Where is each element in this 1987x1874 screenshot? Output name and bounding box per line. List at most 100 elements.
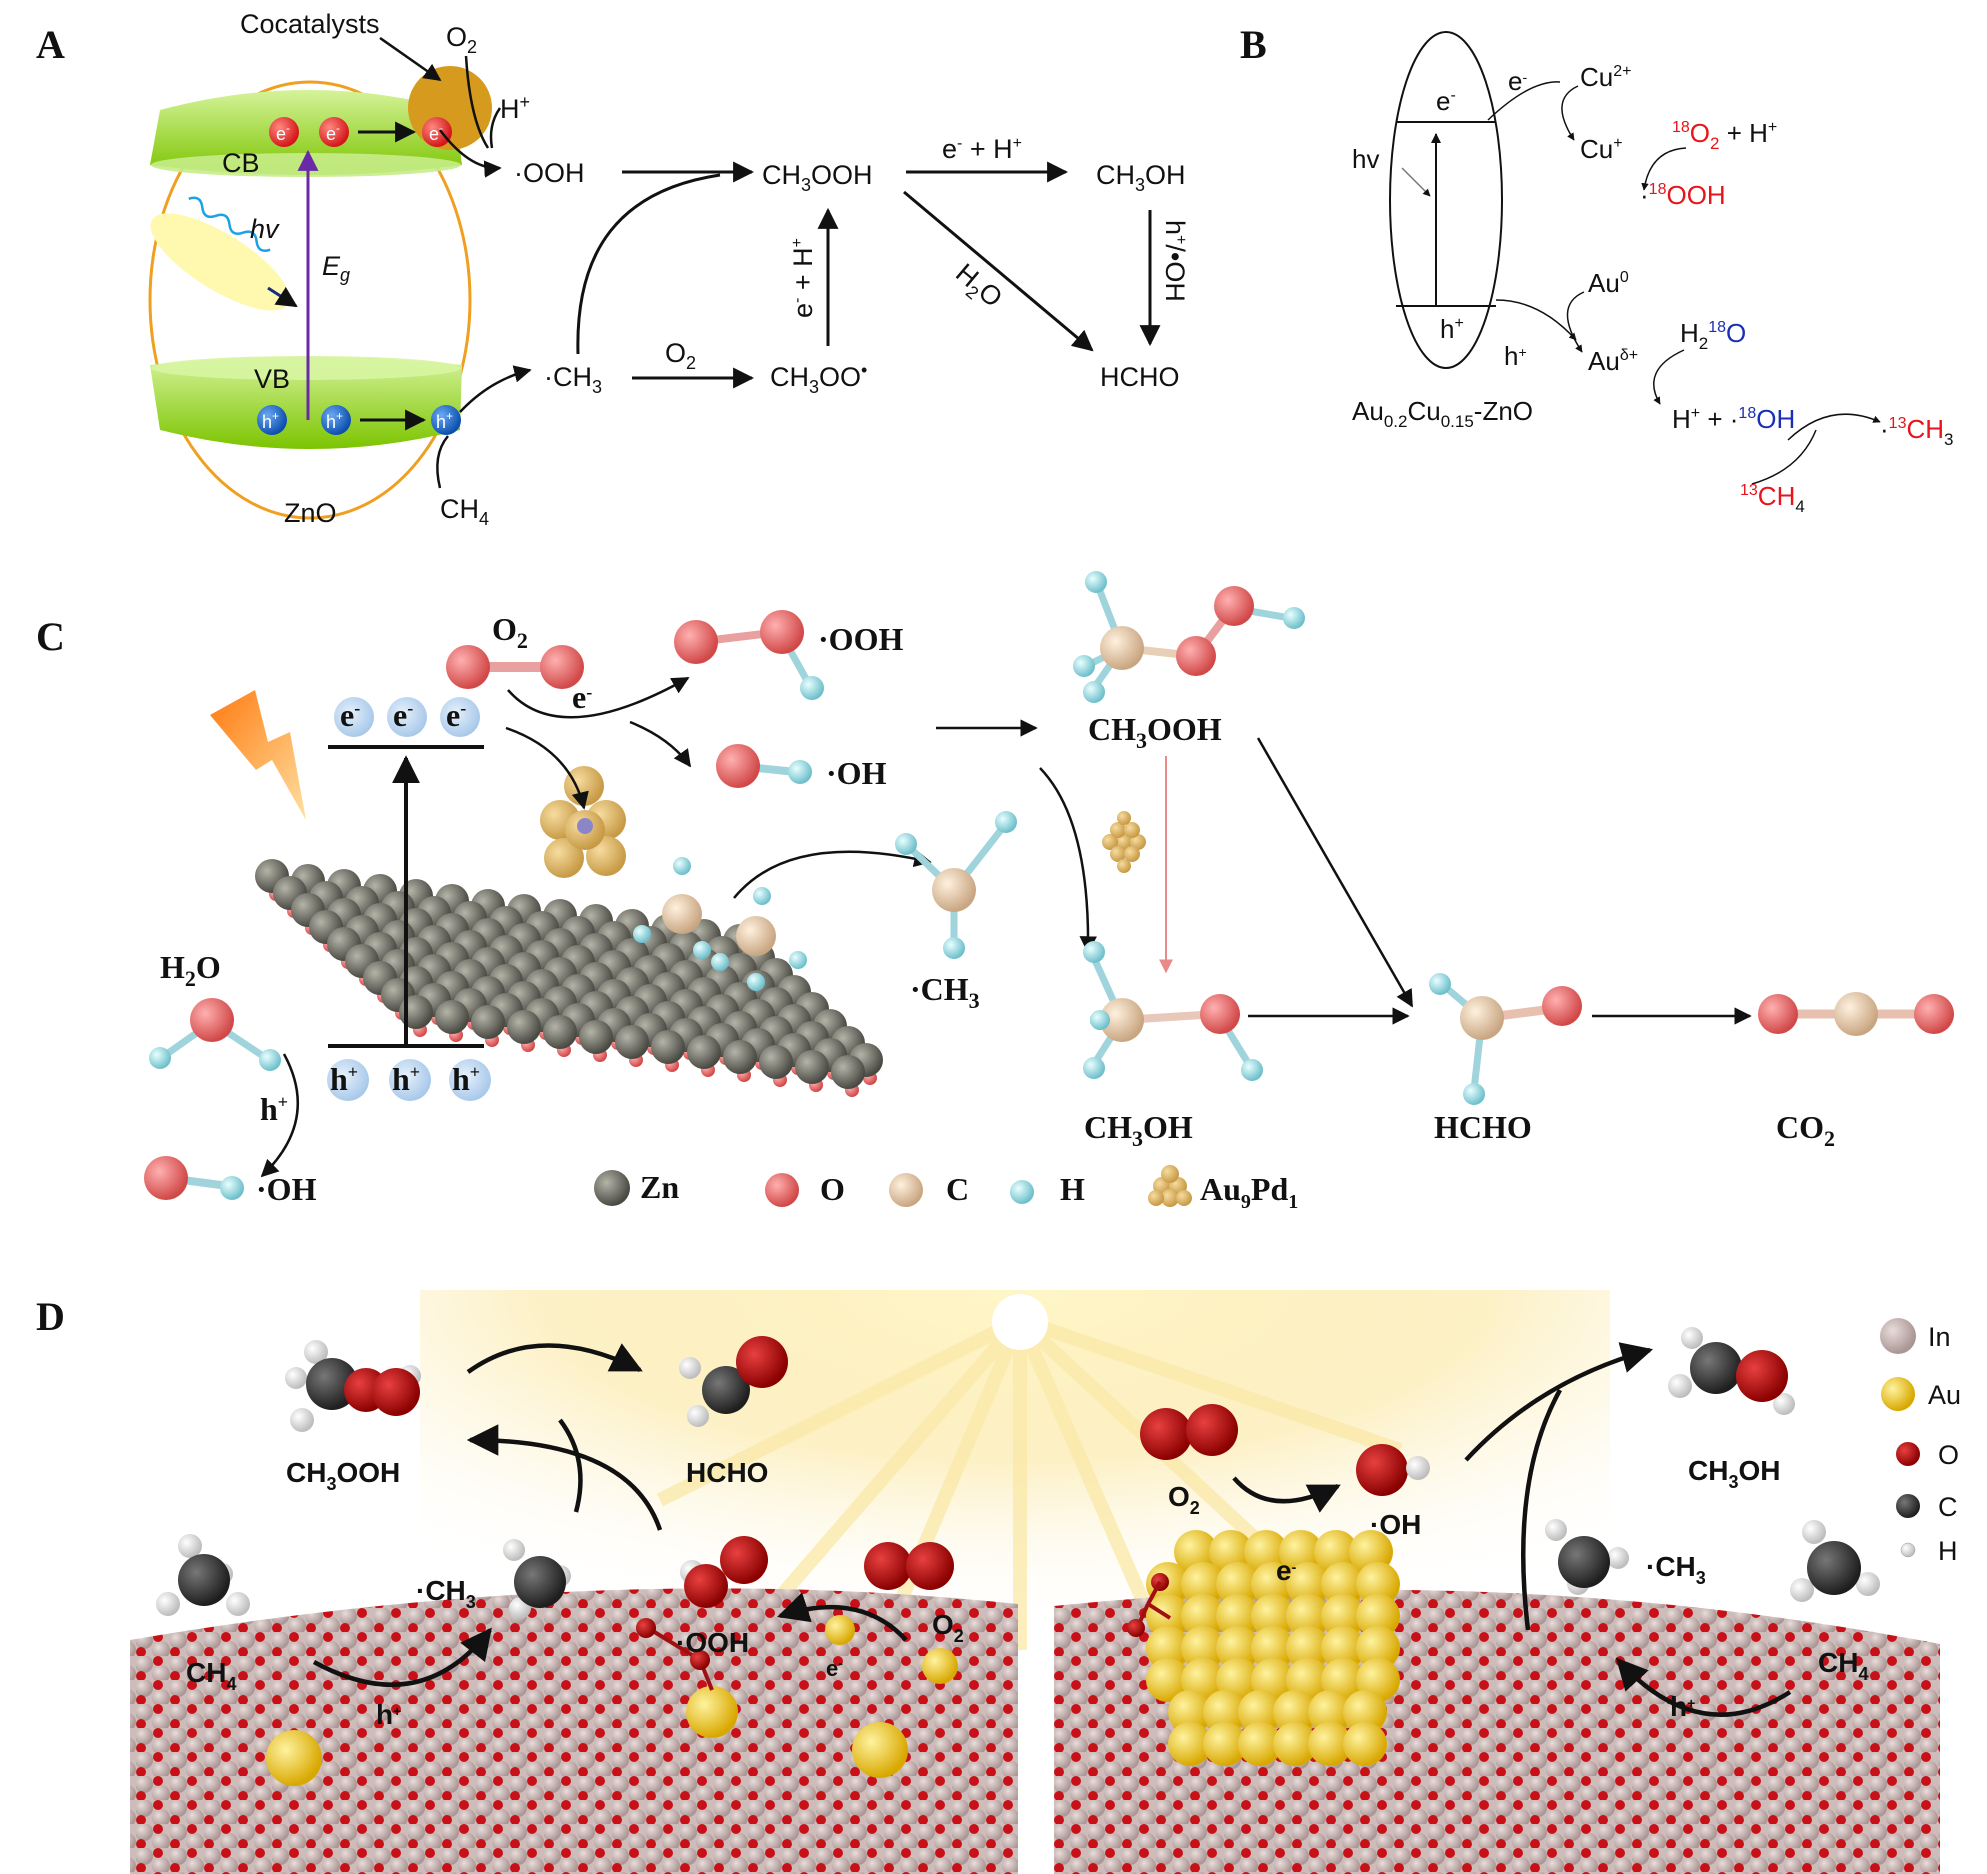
legend-o-d: O [1938,1440,1959,1470]
holes-vb: h+ h+ h+ [257,405,461,435]
ch3-label-c: ·CH3 [910,971,980,1013]
hcho-label-a: HCHO [1100,362,1180,392]
np-au-atom [1216,1562,1260,1606]
slab-h-atom [693,941,711,959]
slab-h-atom [711,953,729,971]
ch3ooh-label-c: CH3OOH [1088,711,1222,753]
e-minus-label-np: e- [1276,1555,1297,1586]
au-atom-2 [686,1686,738,1738]
panel-b-letter: B [1240,22,1267,67]
o2-label-left-d: O2 [932,1609,964,1646]
panel-d-letter: D [36,1294,65,1339]
slab-zn-atom [435,1000,469,1034]
au-atom-5 [922,1648,958,1684]
panel-a: A e- e- e- h+ h+ h+ hv [36,9,1190,529]
o2-molecule-right-d [1140,1404,1238,1460]
oh-molecule-d [1356,1444,1430,1496]
slab-h-atom [633,925,651,943]
cu1-label: Cu+ [1580,134,1623,164]
oh-label-bottom: ·OH [256,1171,317,1207]
np-au-atom [1286,1626,1330,1670]
ch3oh-label-a: CH3OH [1096,160,1186,195]
ch4-label-left: CH4 [186,1657,236,1694]
side-down-label: h+/•OH [1160,220,1190,302]
panel-c-letter: C [36,614,65,659]
slab-zn-atom [615,1025,649,1059]
legend-in: In [1928,1322,1951,1352]
panel-c: C e- e- e- h+ h+ h+ O2 e- [36,571,1954,1213]
h-plus-label-right: h+ [1670,1691,1695,1722]
side-up-label: e- + H+ [788,238,818,318]
hcho-label-c: HCHO [1434,1109,1532,1145]
np-au-atom [1286,1562,1330,1606]
holes-c: h+ h+ h+ [327,1059,491,1101]
slab-h-atom [789,951,807,969]
au-nanoparticle [1146,1530,1400,1766]
surface-left [130,1588,1018,1874]
oh-label-d: ·OH [1370,1509,1421,1540]
ch3-13-label: ·13CH3 [1880,414,1954,449]
hcho-label-d: HCHO [686,1457,768,1488]
legend-h: H [1060,1171,1085,1207]
legend-aupd: Au9Pd1 [1200,1171,1298,1213]
o2-molecule-c [446,645,584,689]
slab-zn-atom [759,1045,793,1079]
conduction-band [150,90,462,175]
h-transfer-label: h+ [1504,341,1527,371]
cu2-label: Cu2+ [1580,62,1632,92]
ooh-label-a: ·OOH [514,158,585,188]
np-au-atom [1216,1626,1260,1670]
slab-au-atom [544,838,584,878]
slab-zn-atom [723,1040,757,1074]
electrons-cb: e- e- e- [269,117,452,147]
np-au-atom [1321,1594,1365,1638]
slab-au-atom [564,766,604,806]
ch3-molecule-right [1545,1519,1629,1595]
np-au-atom [1168,1722,1212,1766]
photon-icon [150,196,298,311]
legend-c-atom: C [946,1171,969,1207]
ch4-label-right: CH4 [1818,1647,1868,1684]
np-au-atom [1343,1722,1387,1766]
hcho-molecule-d [679,1336,788,1427]
aupd-cluster-icon [1102,811,1146,873]
np-au-atom [1356,1626,1400,1670]
e-minus-label-c: e- [572,679,592,715]
e-h-label: e- + H+ [942,134,1022,164]
ch3-label-a: ·CH3 [544,362,602,397]
slab-zn-atom [471,1005,505,1039]
co2-label-c: CO2 [1776,1109,1835,1151]
legend-au: Au [1928,1380,1961,1410]
electrons-c: e- e- e- [334,697,480,737]
o2-18-label: 18O2 + H+ [1672,118,1777,153]
ch3oo-label: CH3OO• [770,360,867,397]
slab-h-atom [673,857,691,875]
eg-label: Eg [322,251,350,285]
np-au-atom [1238,1690,1282,1734]
au-atom-4 [825,1615,855,1645]
cocatalysts-label: Cocatalysts [240,9,380,39]
ooh-18-label: ·18OOH [1640,180,1726,210]
co2-molecule [1758,992,1954,1036]
slab-zn-atom [507,1010,541,1044]
ooh-label-d: ·OOH [676,1627,749,1658]
h-plus-label-c: h+ [260,1091,288,1127]
vb-label: VB [254,364,290,394]
h-plus-label-a: H+ [500,92,530,124]
np-au-atom [1251,1594,1295,1638]
np-au-atom [1181,1562,1225,1606]
semiconductor-ellipse [1389,31,1503,369]
slab-zn-atom [651,1030,685,1064]
legend-h-d: H [1938,1536,1958,1566]
legend-aupd-icon [1148,1165,1192,1207]
ooh-label-c: ·OOH [818,621,903,657]
e-label-b: e- [1436,86,1456,116]
ch4-13-label: 13CH4 [1740,481,1805,516]
oh-molecule-c [716,744,812,788]
np-au-atom [1286,1594,1330,1638]
slab-zn-atom [543,1015,577,1049]
slab-c-atom [662,894,702,934]
hcho-molecule-c [1429,973,1582,1105]
np-au-atom [1181,1626,1225,1670]
oh-label-c: ·OH [826,755,887,791]
